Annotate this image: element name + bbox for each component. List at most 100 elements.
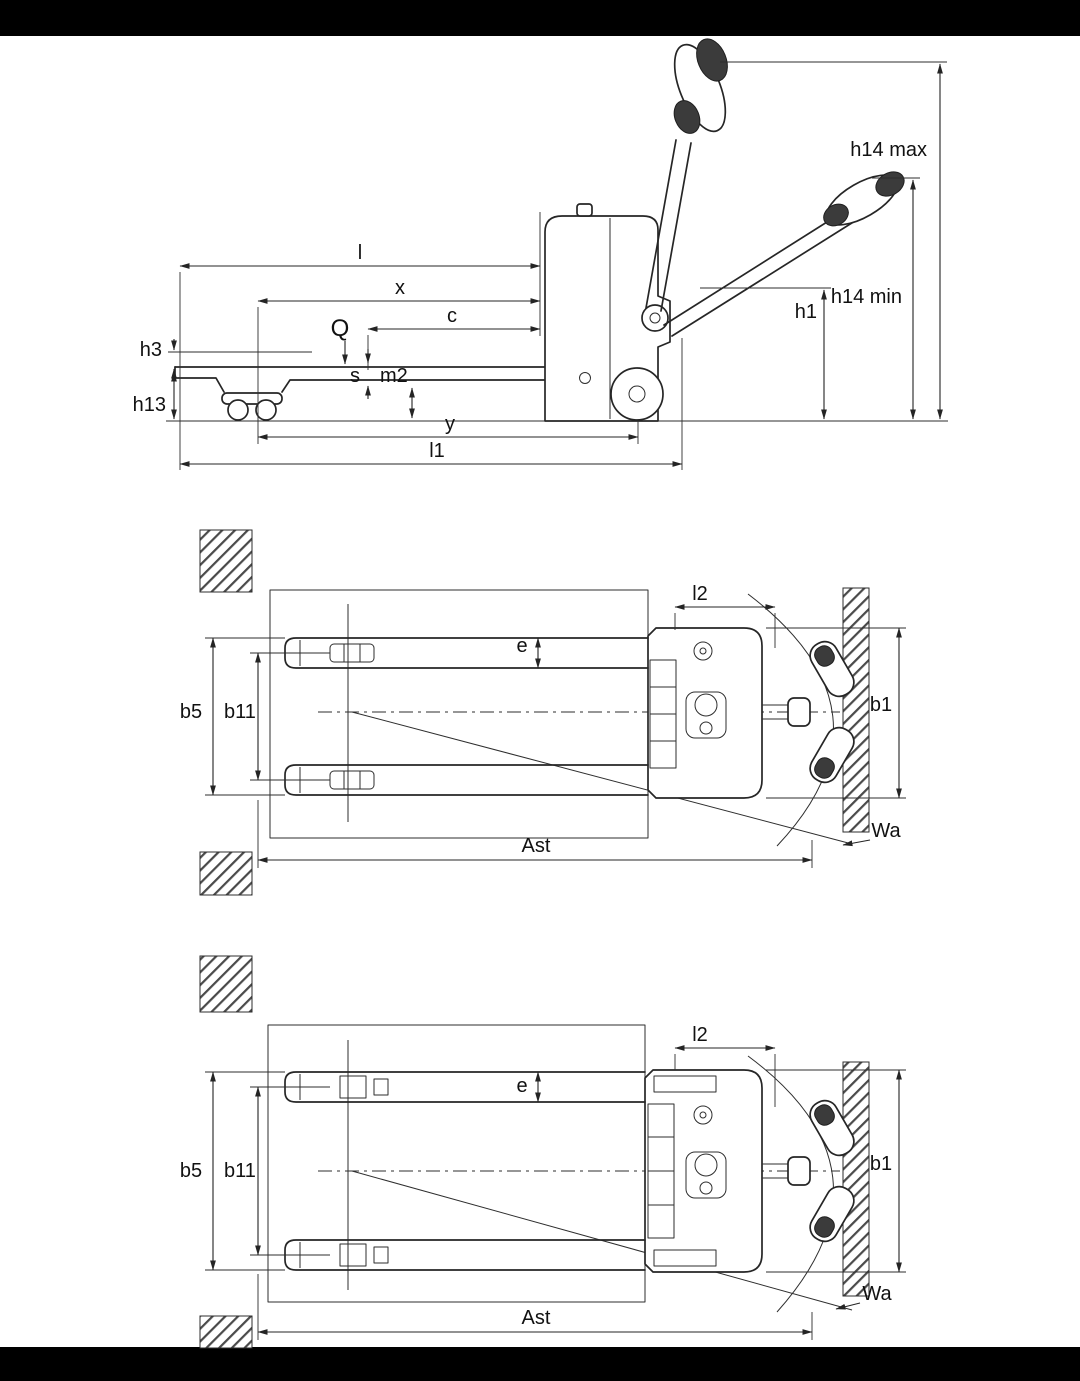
dim-label-x: x	[395, 277, 405, 299]
hydraulic-unit	[685, 1151, 727, 1199]
wall-corner-top-left	[199, 529, 253, 593]
bottom-letterbox-bar	[0, 1347, 1080, 1381]
dim-label-q: Q	[331, 315, 350, 342]
turning-arc	[747, 1055, 834, 1313]
dim-label-b1: b1	[870, 694, 892, 716]
dim-label-l2: l2	[692, 1024, 708, 1046]
hydraulic-circle-small	[699, 721, 713, 735]
dim-label-l1: l1	[429, 440, 445, 462]
ext-b11	[250, 1086, 330, 1256]
hydraulic-unit	[685, 691, 727, 739]
wall-corner-bottom-left	[199, 851, 253, 896]
tiller-arm-lowered	[663, 209, 856, 337]
tiller-pivot-outer	[641, 304, 669, 332]
fork-wheel-upper	[339, 1075, 367, 1099]
aisle-outline	[269, 589, 649, 839]
tiller-head-plan	[787, 1156, 811, 1186]
fork-carriage-ribs	[650, 686, 676, 742]
hydraulic-circle-large	[694, 693, 718, 717]
fork-carriage-ribs	[648, 1136, 674, 1206]
dim-label-s: s	[350, 365, 360, 387]
dim-label-h13: h13	[133, 394, 166, 416]
tiller-pivot-inner	[649, 312, 661, 324]
tiller-head-plan	[787, 697, 811, 727]
plan-view-bottom: l2 e b5 b11 b1 Wa Ast	[180, 955, 906, 1349]
control-detail-circle	[693, 1105, 713, 1125]
wall-right	[842, 587, 870, 833]
turning-radius-line	[351, 711, 853, 845]
dim-label-h14min: h14 min	[831, 286, 902, 308]
fork-wheel-upper	[329, 643, 375, 663]
ext-l2	[674, 613, 776, 648]
tiller-grip-upright-bottom	[673, 100, 701, 134]
tiller-grip-plan-lower	[809, 726, 855, 784]
fork-plan-upper	[284, 1071, 646, 1103]
ext-b1	[766, 1069, 906, 1273]
dim-label-e: e	[516, 1075, 527, 1097]
drive-wheel	[610, 367, 664, 421]
wall-right	[842, 1061, 870, 1297]
dim-label-l: l	[358, 242, 362, 264]
drive-wheel-hub	[628, 385, 646, 403]
turning-arc	[747, 593, 834, 847]
dim-label-wa: Wa	[862, 1283, 892, 1305]
chassis-detail-circle	[579, 372, 591, 384]
tiller-arm-upright	[645, 139, 692, 312]
dim-label-wa: Wa	[871, 820, 901, 842]
ext-ast	[257, 1274, 813, 1340]
dim-label-ast: Ast	[522, 835, 551, 857]
plan-view-top: l2 e b5 b11 b1 Wa Ast	[180, 529, 906, 896]
dim-label-b11: b11	[224, 701, 256, 723]
grip-cap	[814, 1104, 835, 1126]
fork-wheel-lower-small	[373, 1246, 389, 1264]
tiller-grip-plan-upper	[809, 1099, 855, 1157]
battery-box-bottom	[653, 1249, 717, 1267]
ext-ast	[257, 800, 813, 868]
fork-wheel-lower	[329, 770, 375, 790]
ext-b5	[205, 1071, 285, 1271]
dim-label-h1: h1	[795, 301, 817, 323]
front-tandem-wheel-1	[227, 399, 249, 421]
ext-l2	[674, 1054, 776, 1107]
fork-plan-lower	[284, 764, 649, 796]
tiller-grip-plan-upper	[809, 640, 855, 698]
fork-plan-upper	[284, 637, 649, 669]
wa-pointer	[842, 839, 871, 847]
dim-label-b11: b11	[224, 1160, 256, 1182]
dim-label-b1: b1	[870, 1153, 892, 1175]
fork-plan-lower	[284, 1239, 646, 1271]
tiller-grip-plan-lower	[809, 1185, 855, 1243]
dim-label-h14max: h14 max	[850, 139, 927, 161]
dim-label-ast: Ast	[522, 1307, 551, 1329]
side-view	[166, 38, 948, 422]
ext-b1	[766, 627, 906, 799]
fork-wheel-upper-small	[373, 1078, 389, 1096]
ext-b5	[205, 637, 285, 796]
wall-corner-top-left	[199, 955, 253, 1013]
dim-label-l2: l2	[692, 583, 708, 605]
grip-cap	[814, 645, 835, 667]
grip-cap	[814, 1216, 835, 1238]
top-letterbox-bar	[0, 0, 1080, 36]
dim-label-c: c	[447, 305, 457, 327]
grip-cap	[814, 757, 835, 779]
battery-box-top	[653, 1075, 717, 1093]
fork-wheel-lower-lines	[343, 771, 361, 789]
fork-wheel-upper-lines	[343, 644, 361, 662]
tiller-grip-lowered-bottom	[823, 203, 849, 227]
hydraulic-circle-small	[699, 1181, 713, 1195]
control-detail-dot	[699, 647, 707, 655]
aisle-outline	[267, 1024, 646, 1303]
wall-corner-bottom-left	[199, 1315, 253, 1349]
chassis-knob	[576, 203, 593, 217]
side-view-dimensions: l x c Q s m2 h3 h13 y l1 h1 h14 min h14 …	[133, 61, 947, 470]
ext-b11	[250, 652, 330, 781]
control-detail-dot	[699, 1111, 707, 1119]
hydraulic-circle-large	[694, 1153, 718, 1177]
wa-pointer	[835, 1302, 861, 1310]
dim-label-h3: h3	[140, 339, 162, 361]
dim-label-y: y	[445, 413, 455, 435]
dim-label-m2: m2	[380, 365, 408, 387]
